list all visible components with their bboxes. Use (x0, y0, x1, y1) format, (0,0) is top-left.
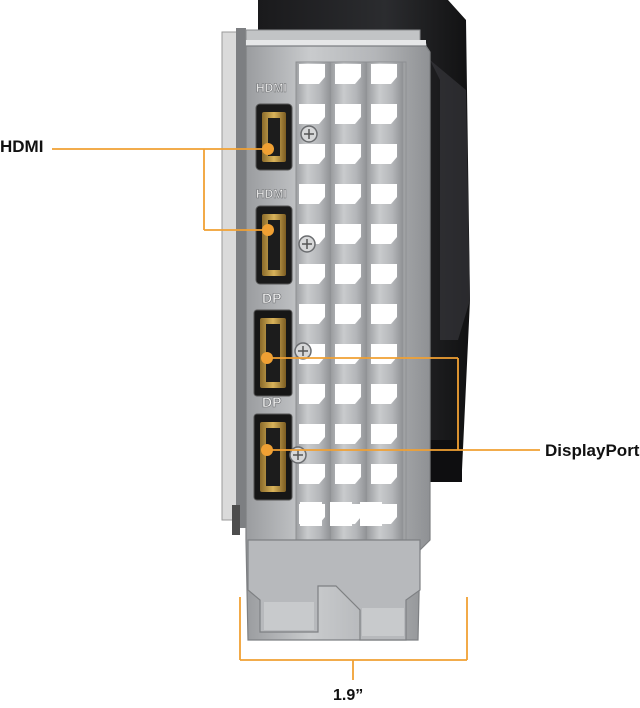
hdmi-port-1 (255, 103, 293, 171)
width-dimension-label: 1.9” (333, 687, 364, 704)
bracket-label-dp-2: DP (262, 394, 281, 410)
bracket-fingers (247, 539, 421, 641)
pcb-edge (221, 28, 246, 535)
displayport-2 (253, 413, 293, 501)
screw-icon (289, 125, 318, 464)
hdmi-callout-lines (52, 148, 268, 231)
displayport-callout-label: DisplayPort (545, 441, 640, 460)
hdmi-port-2 (255, 205, 293, 285)
width-dimension-bracket (239, 597, 468, 680)
bracket-label-dp-1: DP (262, 290, 281, 306)
bracket-label-hdmi-2: HDMI (256, 187, 287, 201)
displayport-callout-lines (267, 357, 540, 451)
hdmi-callout-label: HDMI (0, 137, 44, 156)
bracket-label-hdmi-1: HDMI (256, 81, 287, 95)
displayport-1 (253, 309, 293, 397)
